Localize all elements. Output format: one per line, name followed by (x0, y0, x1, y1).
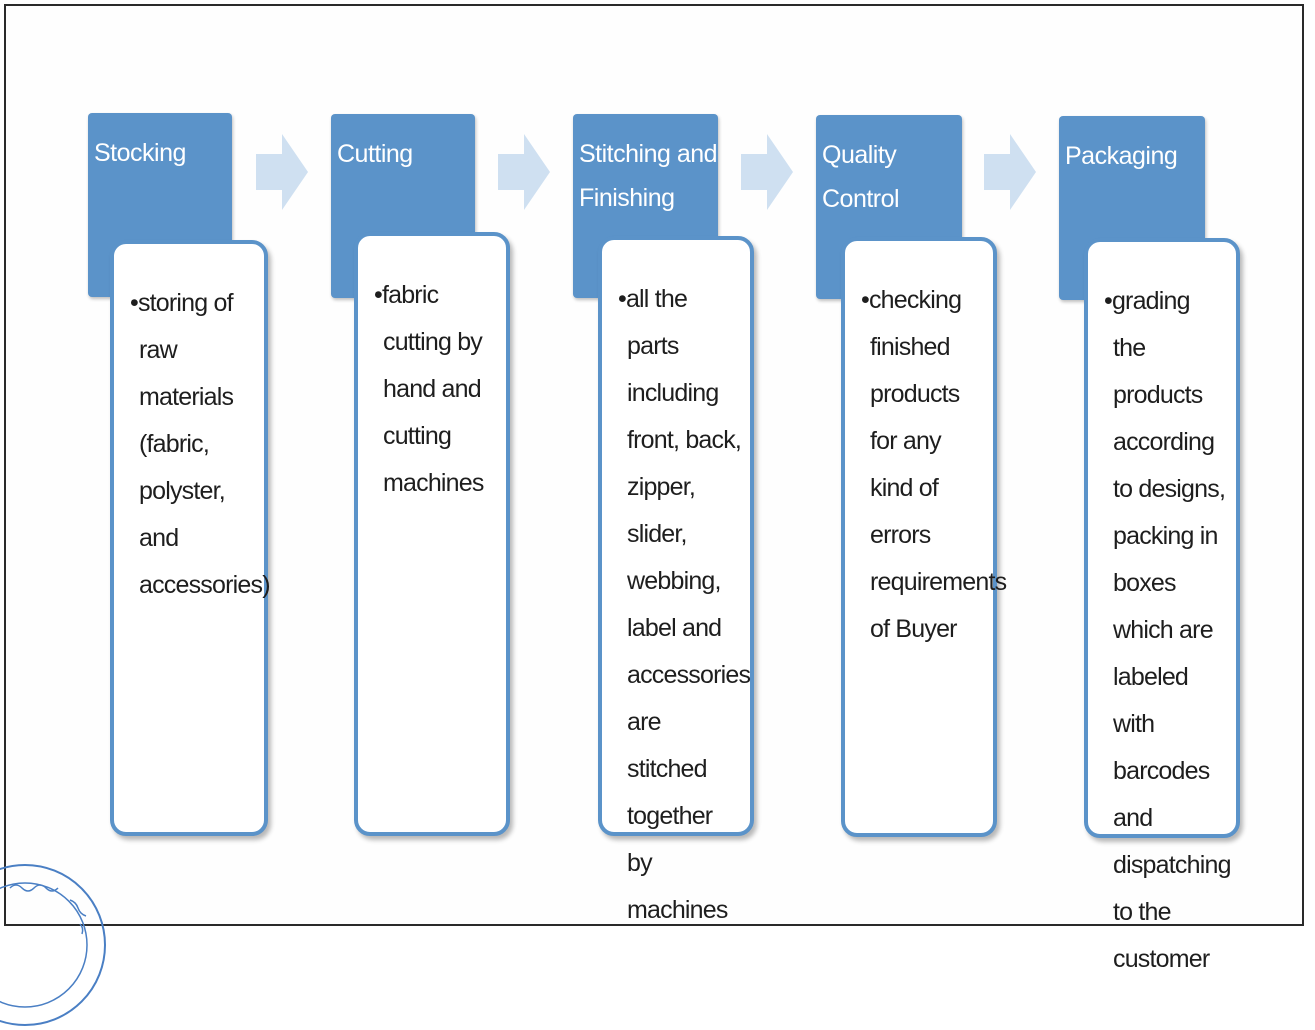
step-title: Stitching and Finishing (579, 140, 718, 212)
step-bullet: all the parts including front, back, zip… (618, 276, 751, 934)
step-bullet: grading the products according to design… (1104, 278, 1232, 983)
step-title: Packaging (1065, 142, 1178, 170)
right-arrow-icon (498, 134, 550, 210)
step-title: Stocking (94, 139, 186, 167)
right-arrow-icon (984, 134, 1036, 210)
step-bullet: storing of raw materials (fabric, polyst… (130, 280, 271, 609)
step-card-stitching: all the parts including front, back, zip… (598, 236, 754, 924)
step-title: Quality Control (822, 141, 900, 213)
step-title: Cutting (337, 140, 413, 168)
step-bullet: checking finished products for any kind … (861, 277, 1007, 653)
right-arrow-icon (256, 134, 308, 210)
seal-stamp-icon (0, 864, 106, 1026)
step-bullet: fabric cutting by hand and cutting machi… (374, 272, 498, 507)
step-card-cutting: fabric cutting by hand and cutting machi… (354, 232, 510, 836)
step-card-packaging: grading the products according to design… (1084, 238, 1240, 973)
right-arrow-icon (741, 134, 793, 210)
step-card-stocking: storing of raw materials (fabric, polyst… (110, 240, 271, 836)
step-card-quality-control: checking finished products for any kind … (841, 237, 1007, 837)
